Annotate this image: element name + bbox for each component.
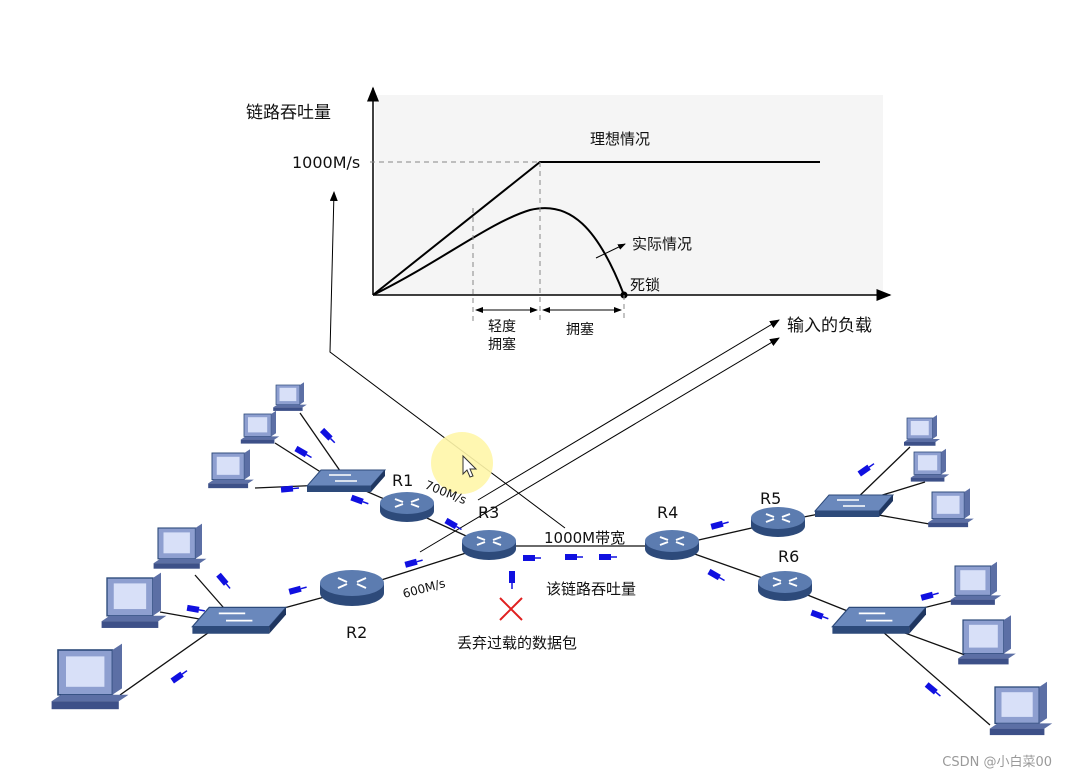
packet-icon — [185, 604, 207, 615]
packet-icon — [403, 556, 425, 569]
network-links — [119, 412, 991, 726]
input-load-arrow-upper — [477, 319, 780, 501]
r5-label: R5 — [760, 489, 781, 508]
congestion-label: 拥塞 — [566, 321, 594, 338]
packet-icon — [598, 553, 618, 561]
switch-bottom-right — [831, 606, 927, 635]
throughput-chart: 链路吞吐量 1000M/s 理想情况 实际情况 死锁 轻度 拥塞 拥塞 输入的负… — [246, 86, 892, 353]
pc-icon — [903, 414, 941, 447]
mouse-cursor-icon — [462, 454, 478, 478]
drop-x-icon — [499, 597, 523, 621]
throughput-label: 该链路吞吐量 — [546, 580, 636, 598]
packet-icon — [508, 570, 516, 590]
pc-icon — [240, 410, 280, 445]
pc-icon — [100, 571, 168, 629]
r2-link-speed: 600M/s — [401, 576, 447, 601]
packet-icon — [564, 553, 584, 561]
packet-icon — [169, 667, 190, 685]
packet-icon — [709, 518, 731, 531]
pc-icon — [272, 381, 308, 412]
r6-label: R6 — [778, 547, 799, 566]
r3-label: R3 — [478, 503, 499, 522]
packet-icon — [919, 589, 941, 602]
router-r1 — [379, 491, 435, 523]
actual-curve — [372, 207, 625, 296]
pc-icon — [153, 523, 207, 570]
packet-icon — [522, 554, 542, 562]
packet-icon — [923, 681, 944, 700]
packet-icon — [319, 427, 338, 446]
x-axis-label: 输入的负载 — [787, 316, 872, 336]
packets — [169, 427, 944, 700]
router-r5 — [750, 506, 806, 538]
watermark: CSDN @小白菜00 — [942, 754, 1052, 770]
bandwidth-label: 1000M带宽 — [544, 529, 625, 547]
r1-label: R1 — [392, 471, 413, 490]
actual-label: 实际情况 — [632, 235, 692, 253]
router-r2 — [319, 569, 385, 607]
packet-icon — [809, 609, 831, 623]
switch-top-left — [306, 469, 386, 493]
ideal-label: 理想情况 — [590, 130, 650, 148]
packet-icon — [349, 494, 371, 508]
pc-icon — [989, 681, 1053, 736]
packet-icon — [706, 568, 727, 584]
packet-icon — [287, 583, 309, 596]
packet-icon — [293, 445, 314, 461]
switch-top-right — [814, 494, 894, 518]
pc-icon — [910, 448, 950, 483]
router-r3 — [461, 529, 517, 561]
actual-label-pointer — [595, 243, 626, 259]
light-congestion-label-line1: 轻度 — [488, 319, 516, 335]
pc-icon — [957, 614, 1017, 666]
router-r4 — [644, 529, 700, 561]
plot-area — [375, 95, 883, 295]
r2-label: R2 — [346, 623, 367, 642]
y-tick-label: 1000M/s — [292, 153, 360, 172]
input-load-arrow-lower — [419, 337, 780, 553]
y-axis-label: 链路吞吐量 — [246, 103, 331, 123]
router-r6 — [757, 570, 813, 602]
pc-icon — [927, 487, 975, 528]
packet-icon — [215, 571, 234, 592]
deadlock-label: 死锁 — [630, 276, 660, 294]
packet-icon — [856, 460, 877, 478]
pc-icon — [950, 561, 1002, 606]
cursor-highlight — [431, 432, 493, 494]
pc-icon — [207, 448, 255, 489]
r4-label: R4 — [657, 503, 678, 522]
drop-label: 丢弃过载的数据包 — [457, 634, 577, 652]
light-congestion-label-line2: 拥塞 — [488, 336, 516, 353]
pc-icon — [50, 642, 130, 711]
switch-bottom-left — [191, 606, 287, 635]
